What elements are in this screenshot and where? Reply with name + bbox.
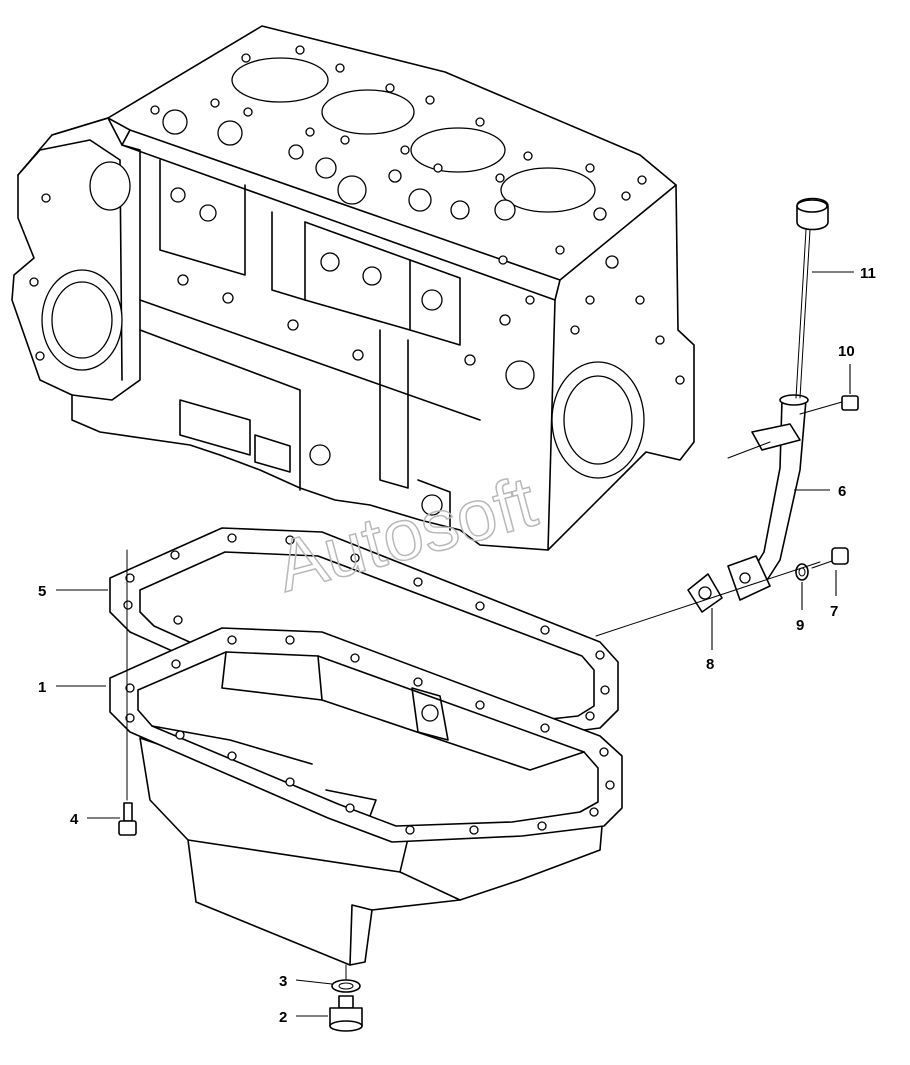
callout-5: 5 bbox=[38, 583, 108, 600]
oil-pan-gasket bbox=[109, 527, 619, 739]
pan-bolt bbox=[118, 549, 137, 836]
callout-7: 7 bbox=[830, 570, 838, 620]
callout-label-5: 5 bbox=[38, 583, 46, 600]
callout-6: 6 bbox=[794, 483, 846, 500]
dipstick-tube bbox=[727, 394, 809, 601]
callout-label-2: 2 bbox=[279, 1009, 287, 1026]
engine-block bbox=[11, 25, 695, 551]
callout-3: 3 bbox=[279, 973, 333, 990]
callout-8: 8 bbox=[706, 608, 714, 673]
tube-bracket-bolt bbox=[799, 395, 859, 415]
callout-label-9: 9 bbox=[796, 617, 804, 634]
callout-label-8: 8 bbox=[706, 656, 714, 673]
callout-label-4: 4 bbox=[70, 811, 79, 828]
callout-2: 2 bbox=[279, 1009, 328, 1026]
callout-label-11: 11 bbox=[860, 265, 876, 282]
callout-1: 1 bbox=[38, 679, 106, 696]
drain-plug-assembly bbox=[329, 964, 363, 1032]
callout-label-10: 10 bbox=[838, 343, 855, 360]
callout-10: 10 bbox=[838, 343, 855, 394]
callout-label-7: 7 bbox=[830, 603, 838, 620]
oil-pan bbox=[109, 627, 623, 966]
dipstick bbox=[795, 197, 829, 399]
tube-flange-hardware bbox=[595, 547, 849, 637]
callout-4: 4 bbox=[70, 811, 120, 828]
callout-9: 9 bbox=[796, 582, 804, 634]
callout-label-6: 6 bbox=[838, 483, 846, 500]
callout-label-1: 1 bbox=[38, 679, 46, 696]
callout-11: 11 bbox=[812, 265, 876, 282]
callout-label-3: 3 bbox=[279, 973, 287, 990]
